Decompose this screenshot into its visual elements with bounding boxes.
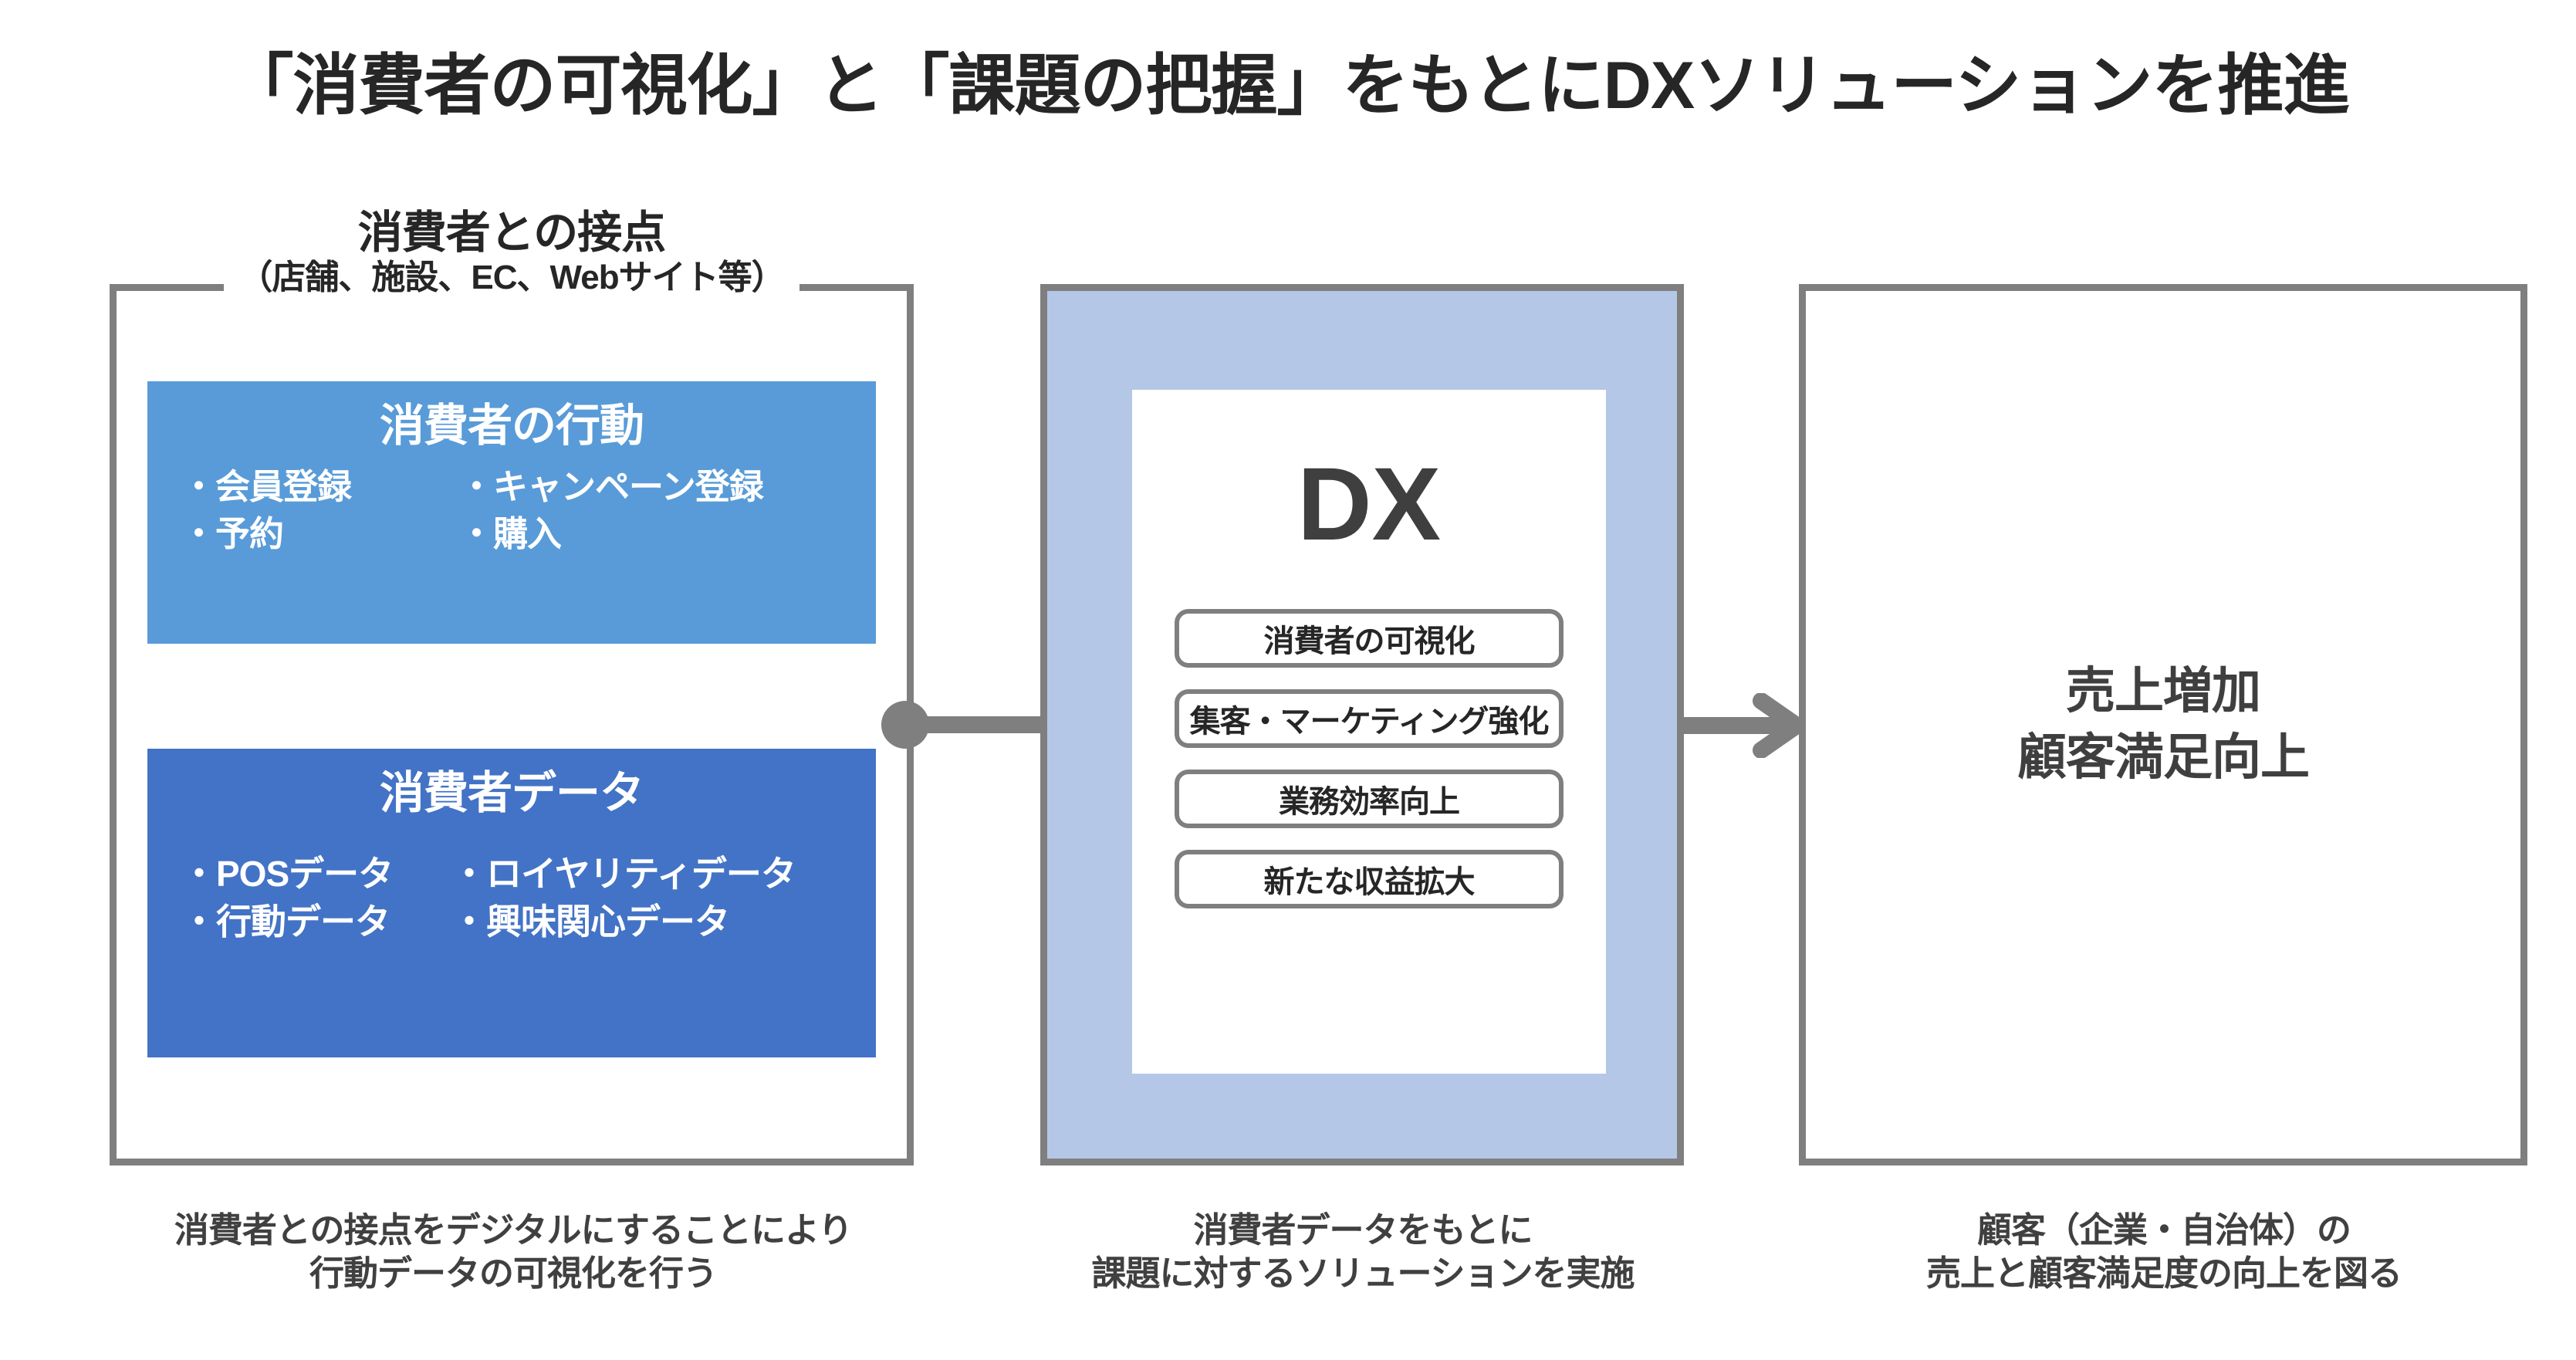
caption-left-line2: 行動データの可視化を行う (309, 1253, 718, 1293)
business-outcome-text: 売上増加 顧客満足向上 (2017, 658, 2310, 791)
dx-solution-list: 消費者の可視化 集客・マーケティング強化 業務効率向上 新たな収益拡大 (1132, 609, 1606, 908)
business-outcome-panel: 売上増加 顧客満足向上 (1799, 284, 2527, 1165)
dx-pill-new-revenue-expansion[interactable]: 新たな収益拡大 (1175, 850, 1564, 908)
panel-border-bottom (110, 1159, 914, 1165)
consumer-data-card: 消費者データ ・POSデータ ・ロイヤリティデータ ・行動データ ・興味関心デー… (147, 749, 876, 1057)
list-item: ・行動データ (181, 901, 390, 942)
consumer-behavior-bullets: ・会員登録 ・キャンペーン登録 ・予約 ・購入 (147, 466, 876, 556)
page-title: 「消費者の可視化」と「課題の把握」をもとにDXソリューションを推進 (227, 49, 2349, 123)
caption-center-line2: 課題に対するソリューションを実施 (1091, 1253, 1635, 1293)
consumer-data-title: 消費者データ (379, 768, 644, 818)
list-item: ・購入 (459, 513, 562, 553)
list-item: ・会員登録 (181, 466, 352, 506)
panel-border-top-left (110, 284, 224, 291)
dx-pill-consumer-visualization[interactable]: 消費者の可視化 (1175, 609, 1564, 668)
caption-center-line1: 消費者データをもとに (1193, 1210, 1533, 1250)
consumer-behavior-card: 消費者の行動 ・会員登録 ・キャンペーン登録 ・予約 ・購入 (147, 381, 876, 644)
caption-right-panel: 顧客（企業・自治体）の 売上と顧客満足度の向上を図る (1790, 1209, 2537, 1295)
outcome-line-sales-increase: 売上増加 (2066, 663, 2261, 719)
panel-border-top-right (800, 284, 914, 291)
dx-pill-marketing-strengthening[interactable]: 集客・マーケティング強化 (1175, 689, 1564, 748)
consumer-data-bullets: ・POSデータ ・ロイヤリティデータ ・行動データ ・興味関心データ (147, 852, 876, 943)
dx-label: DX (1296, 447, 1442, 562)
dx-solution-panel: DX 消費者の可視化 集客・マーケティング強化 業務効率向上 新たな収益拡大 (1040, 284, 1684, 1165)
list-item: ・予約 (181, 513, 284, 553)
consumer-behavior-title: 消費者の行動 (379, 401, 644, 451)
dx-pill-operational-efficiency[interactable]: 業務効率向上 (1175, 770, 1564, 828)
consumer-contact-heading-line1: 消費者との接点 (357, 208, 666, 258)
caption-left-line1: 消費者との接点をデジタルにすることにより (174, 1210, 853, 1250)
list-item: ・POSデータ (181, 853, 394, 894)
consumer-contact-panel: 消費者の行動 ・会員登録 ・キャンペーン登録 ・予約 ・購入 消費者データ ・P… (110, 284, 914, 1165)
list-item: ・興味関心データ (451, 901, 730, 942)
list-item: ・キャンペーン登録 (459, 466, 764, 506)
caption-right-line1: 顧客（企業・自治体）の (1976, 1210, 2351, 1250)
outcome-line-customer-satisfaction: 顧客満足向上 (2017, 729, 2310, 785)
connector-line-icon (918, 716, 1046, 733)
caption-right-line2: 売上と顧客満足度の向上を図る (1925, 1253, 2402, 1293)
right-arrow-icon (1681, 693, 1812, 758)
caption-center-panel: 消費者データをもとに 課題に対するソリューションを実施 (1026, 1209, 1699, 1295)
caption-left-panel: 消費者との接点をデジタルにすることにより 行動データの可視化を行う (77, 1209, 949, 1295)
list-item: ・ロイヤリティデータ (451, 853, 796, 894)
dx-inner-box: DX 消費者の可視化 集客・マーケティング強化 業務効率向上 新たな収益拡大 (1132, 390, 1606, 1074)
panel-border-left (110, 284, 117, 1165)
